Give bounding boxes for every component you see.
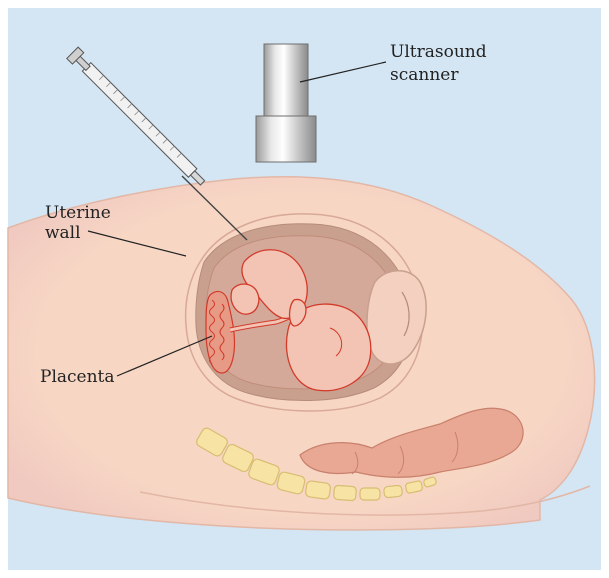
placenta-label: Placenta (40, 367, 115, 387)
uterine-wall-label-line2: wall (45, 223, 81, 243)
scanner-head (256, 116, 316, 162)
uterine-wall-label-line1: Uterine (45, 203, 111, 223)
ultrasound-label-line1: Ultrasound (390, 42, 487, 62)
scanner-handle (264, 44, 308, 118)
ultrasound-label-line2: scanner (390, 65, 459, 85)
ultrasound-scanner (256, 44, 316, 162)
